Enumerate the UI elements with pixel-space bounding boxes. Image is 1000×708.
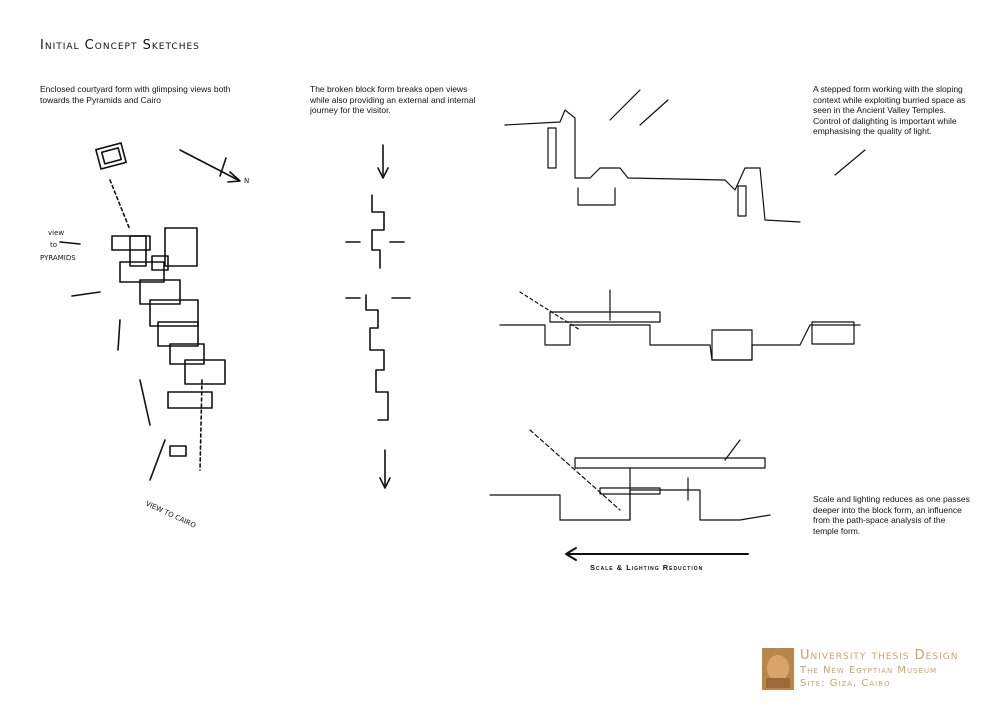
footer-line-1: University thesis Design xyxy=(800,648,959,663)
caption-courtyard: Enclosed courtyard form with glimpsing v… xyxy=(40,84,231,105)
block-section-sketch xyxy=(499,289,861,361)
reduction-arrow xyxy=(565,547,749,561)
stepped-section-sketch xyxy=(504,89,866,223)
page-title: Initial Concept Sketches xyxy=(40,38,200,53)
note-view-1: view xyxy=(48,229,64,237)
courtyard-plan-sketch: view to PYRAMIDS N VIEW TO CAIRO xyxy=(40,142,249,531)
footer-line-2: The New Egyptian Museum xyxy=(800,665,938,676)
note-view-3: PYRAMIDS xyxy=(40,254,76,262)
note-view-2: to xyxy=(50,241,57,249)
caption-scale: Scale and lighting reduces as one passes… xyxy=(813,494,970,536)
reduction-label: Scale & Lighting Reduction xyxy=(590,563,704,572)
caption-broken-block: The broken block form breaks open views … xyxy=(310,84,476,115)
note-view-cairo: VIEW TO CAIRO xyxy=(144,500,197,531)
caption-stepped: A stepped form working with the sloping … xyxy=(813,84,966,136)
footer-block: University thesis Design The New Egyptia… xyxy=(800,648,958,690)
broken-block-sketch xyxy=(345,144,411,489)
footer-line-3: Site: Giza, Cairo xyxy=(800,678,891,689)
pharaoh-head-icon xyxy=(762,648,794,690)
scale-section-sketch xyxy=(489,429,771,521)
note-north: N xyxy=(244,177,249,185)
